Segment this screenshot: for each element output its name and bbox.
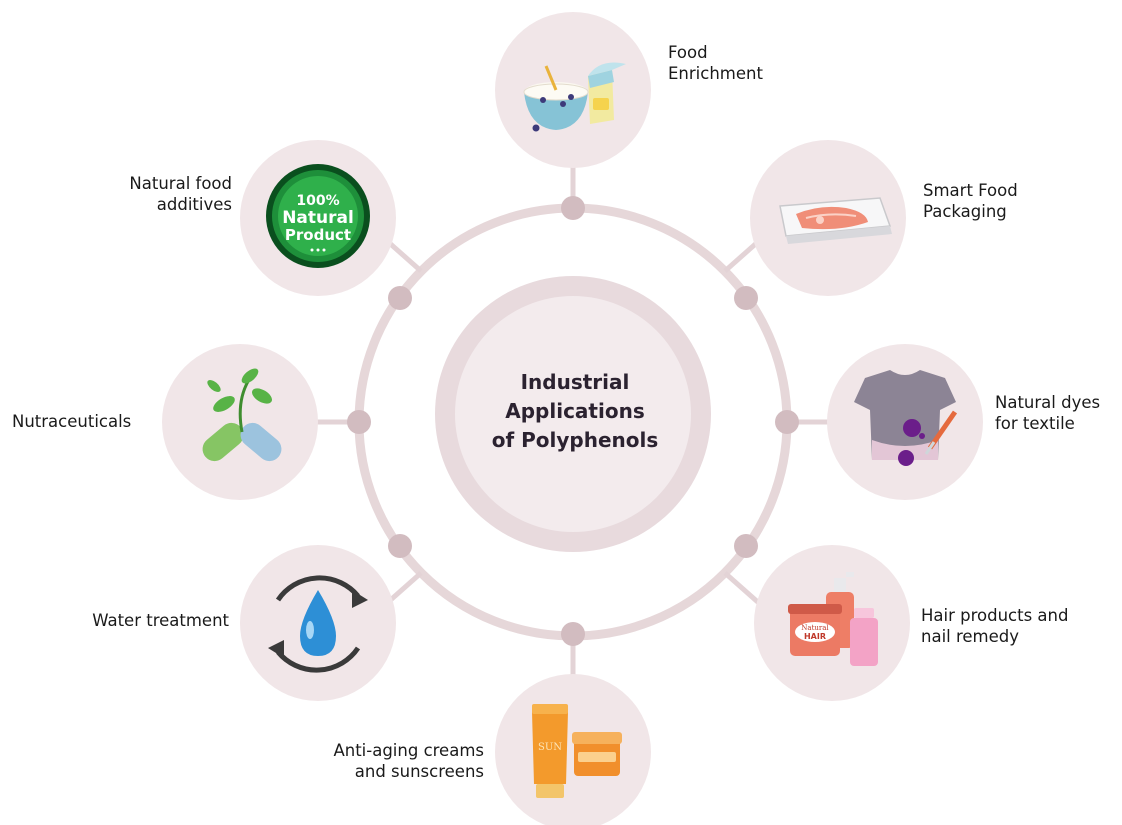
bubble-natural-food-additives: 100% Natural Product [240, 140, 396, 296]
bubble-anti-aging: SUN [495, 674, 651, 825]
label-smart-food-packaging: Smart Food Packaging [923, 181, 1018, 221]
badge-line2: Natural [282, 208, 354, 228]
node-natural-additives [388, 286, 412, 310]
label-food-enrichment: Food Enrichment [668, 43, 763, 83]
center-title-line2: Applications [505, 399, 645, 423]
jar-label-line1: Natural [801, 624, 829, 632]
natural-product-badge-icon: 100% Natural Product [266, 164, 370, 268]
bubble-water-treatment [240, 545, 396, 701]
connection-nodes [347, 196, 799, 646]
label-water-treatment: Water treatment [92, 611, 229, 630]
node-nutraceuticals [347, 410, 371, 434]
node-smart-packaging [734, 286, 758, 310]
capsule-sprout-icon [202, 368, 282, 462]
jar-label-line2: HAIR [804, 632, 826, 641]
label-natural-food-additives: Natural food additives [129, 174, 232, 214]
packaged-salmon-icon [779, 197, 892, 244]
water-drop-cycle-icon [268, 575, 368, 673]
node-food-enrichment [561, 196, 585, 220]
bubble-smart-food-packaging [750, 140, 906, 296]
center-title: Industrial Applications of Polyphenols [455, 368, 695, 455]
badge-line1: 100% [296, 193, 339, 209]
bubble-nutraceuticals [162, 344, 318, 500]
node-water-treatment [388, 534, 412, 558]
tube-label: SUN [538, 742, 562, 753]
label-natural-dyes: Natural dyes for textile [995, 393, 1101, 433]
bubble-food-enrichment [495, 12, 651, 168]
center-title-line3: of Polyphenols [491, 428, 659, 452]
node-anti-aging [561, 622, 585, 646]
center-inner-circle [455, 296, 691, 532]
label-anti-aging: Anti-aging creams and sunscreens [333, 741, 484, 781]
dyed-tshirt-icon [854, 370, 958, 466]
bubble-hair-products: Natural HAIR [754, 545, 910, 701]
badge-line3: Product [285, 226, 351, 244]
label-hair-products: Hair products and nail remedy [921, 606, 1069, 646]
bubble-natural-dyes [827, 344, 983, 500]
center-title-line1: Industrial [520, 370, 630, 394]
node-hair-products [734, 534, 758, 558]
label-nutraceuticals: Nutraceuticals [12, 412, 132, 431]
yogurt-bowl-icon [523, 62, 626, 132]
sunscreen-tube-icon: SUN [532, 704, 622, 798]
hair-product-bottles-icon: Natural HAIR [788, 572, 878, 666]
node-natural-dyes [775, 410, 799, 434]
